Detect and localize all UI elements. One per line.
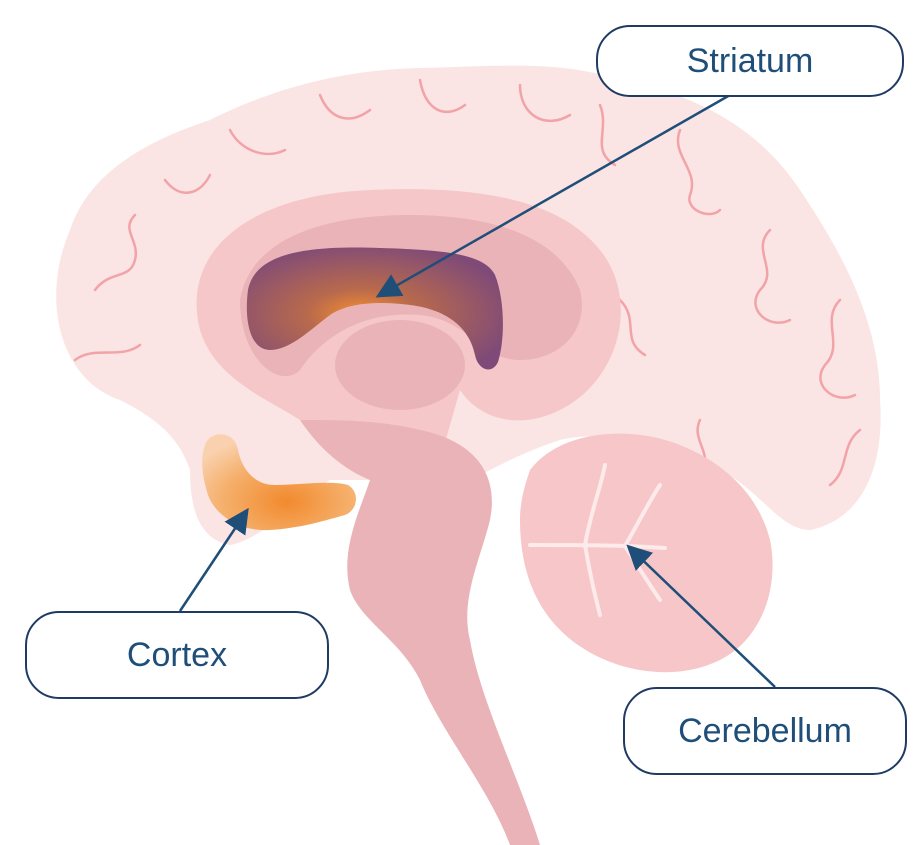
thalamus xyxy=(335,320,465,410)
cortex-label: Cortex xyxy=(25,611,329,699)
striatum-label: Striatum xyxy=(596,25,904,97)
cerebellum-label: Cerebellum xyxy=(623,687,907,775)
